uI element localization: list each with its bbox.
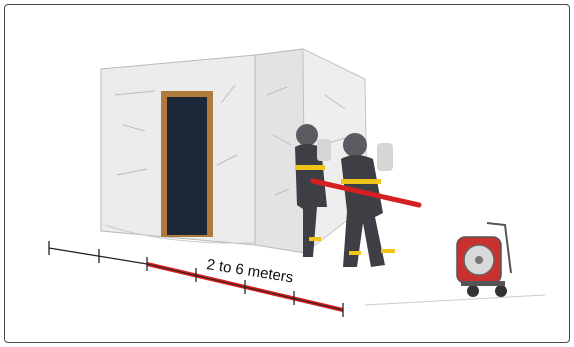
portable-fan xyxy=(457,223,511,297)
doorway xyxy=(161,91,213,237)
illustration-frame: 2 to 6 meters xyxy=(4,4,570,343)
scene-illustration xyxy=(5,5,569,342)
